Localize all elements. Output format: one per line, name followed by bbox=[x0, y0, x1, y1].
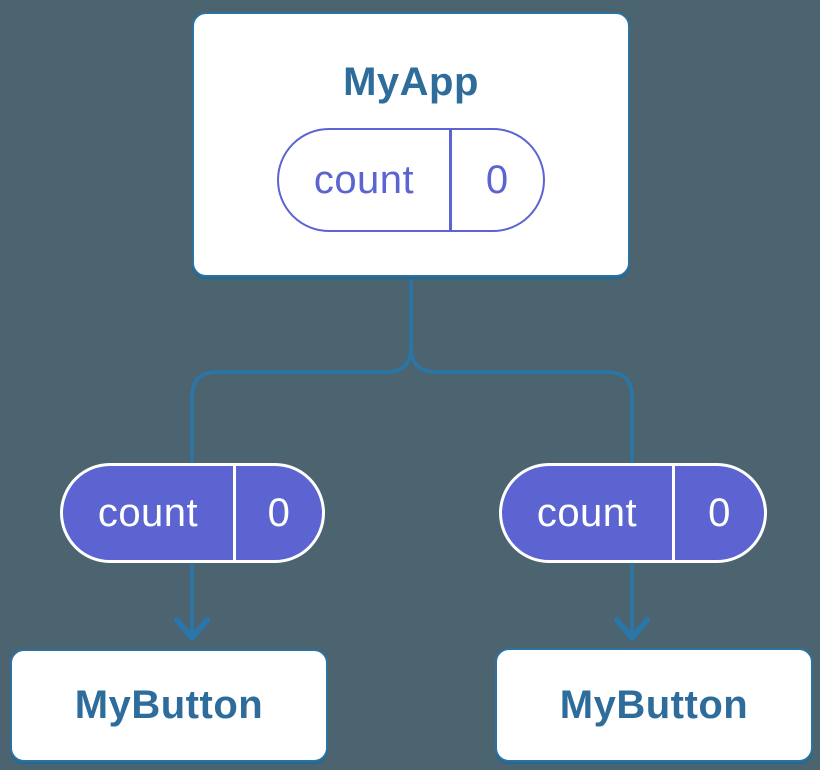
arrow-down-icon-right bbox=[614, 617, 650, 641]
pill-divider bbox=[672, 466, 675, 560]
arrow-down-icon-left bbox=[174, 617, 210, 641]
pill-divider bbox=[449, 130, 452, 230]
button-node-title: MyButton bbox=[559, 682, 749, 727]
connector-branch-right bbox=[409, 346, 634, 634]
pill-divider bbox=[233, 466, 236, 560]
connector-branch-left bbox=[190, 346, 413, 634]
prop-pill-left: count 0 bbox=[60, 463, 325, 563]
prop-pill-right: count 0 bbox=[499, 463, 767, 563]
prop-name-label: count bbox=[97, 490, 199, 535]
state-pill: count 0 bbox=[277, 128, 545, 232]
prop-value-label: 0 bbox=[267, 490, 291, 535]
app-node-title: MyApp bbox=[343, 60, 479, 104]
button-node-title: MyButton bbox=[74, 683, 264, 727]
button-node-right: MyButton bbox=[495, 648, 813, 762]
app-node-box: MyApp count 0 bbox=[192, 12, 630, 277]
prop-value-label: 0 bbox=[708, 490, 731, 535]
button-node-left: MyButton bbox=[10, 649, 328, 762]
state-name-label: count bbox=[313, 157, 415, 202]
prop-name-label: count bbox=[536, 490, 638, 535]
state-value-label: 0 bbox=[485, 157, 509, 202]
